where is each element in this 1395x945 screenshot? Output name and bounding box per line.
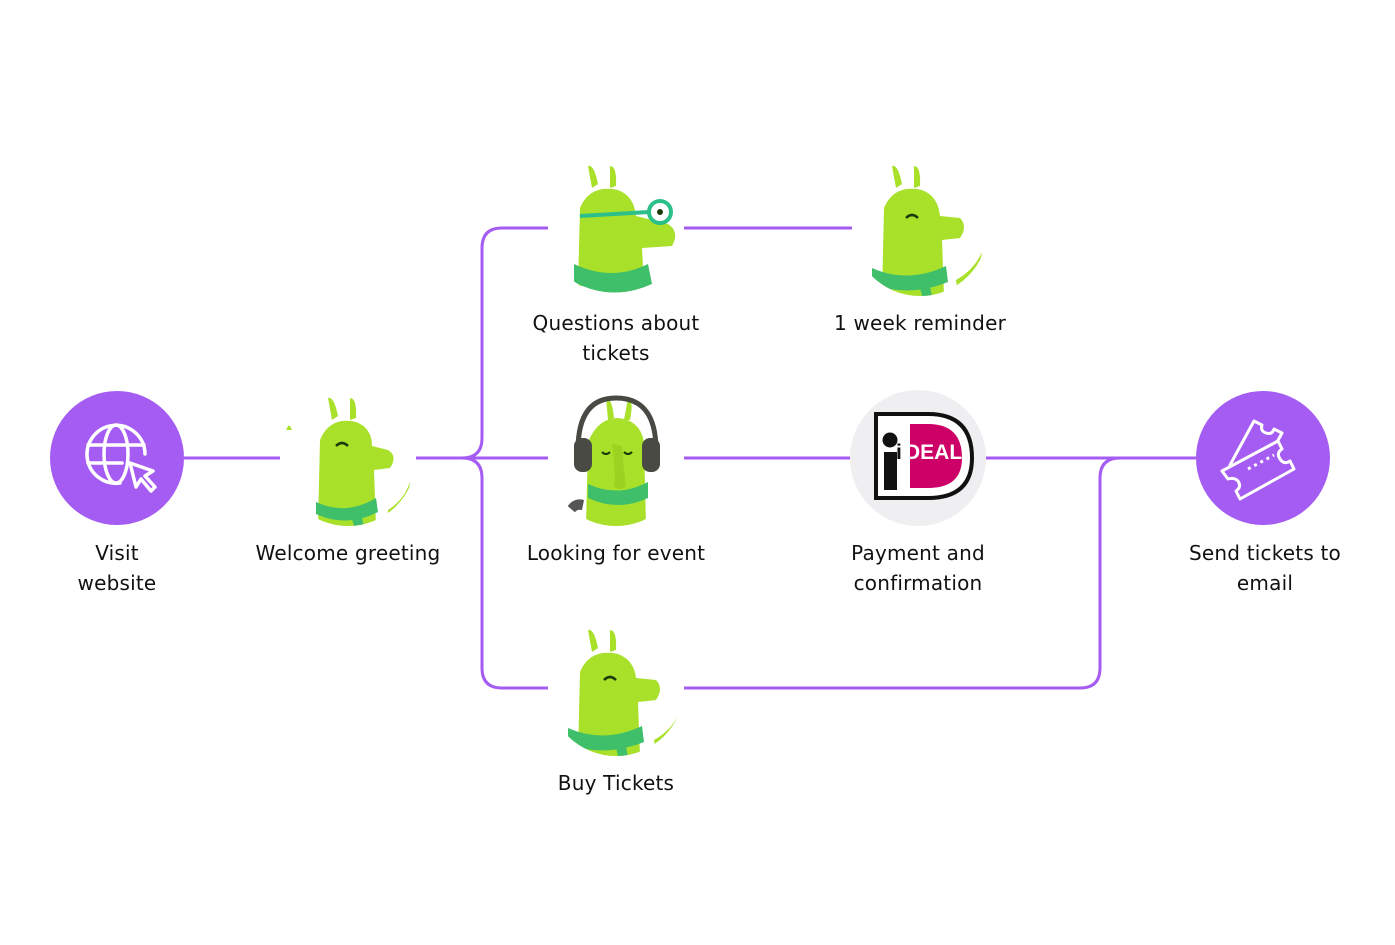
label-welcome-greeting: Welcome greeting	[255, 541, 441, 565]
globe-cursor-icon	[50, 391, 184, 525]
label-questions-about-tickets: Questions about tickets	[532, 311, 700, 365]
node-one-week-reminder	[852, 160, 988, 296]
node-payment-and-confirmation: DEAL i	[850, 390, 986, 526]
llama-mascot-icon	[548, 620, 684, 756]
label-payment-and-confirmation: Payment and confirmation	[851, 541, 985, 595]
label-looking-for-event: Looking for event	[526, 541, 706, 565]
connector-branch-to-questions	[461, 226, 548, 460]
node-send-tickets-to-email	[1196, 391, 1330, 525]
label-one-week-reminder: 1 week reminder	[833, 311, 1006, 335]
ideal-logo-icon: DEAL i	[850, 390, 986, 526]
llama-mascot-icon	[280, 390, 416, 526]
node-questions-about-tickets	[548, 160, 684, 296]
connector-branch-to-buy	[461, 456, 548, 690]
node-looking-for-event	[548, 390, 684, 526]
ideal-wordmark: DEAL	[905, 441, 962, 464]
connector-buy-to-send	[684, 456, 1196, 690]
label-buy-tickets: Buy Tickets	[557, 771, 675, 795]
label-visit-website: Visit website	[77, 541, 157, 595]
ideal-letter: i	[896, 441, 902, 464]
label-send-tickets-to-email: Send tickets to email	[1189, 541, 1341, 595]
node-buy-tickets	[548, 620, 684, 756]
llama-mascot-glasses-icon	[548, 160, 684, 296]
llama-mascot-wink-icon	[852, 160, 988, 296]
node-welcome-greeting	[280, 390, 416, 526]
node-visit-website	[50, 391, 184, 525]
llama-mascot-headphones-icon	[548, 390, 684, 526]
tickets-icon	[1196, 391, 1330, 525]
